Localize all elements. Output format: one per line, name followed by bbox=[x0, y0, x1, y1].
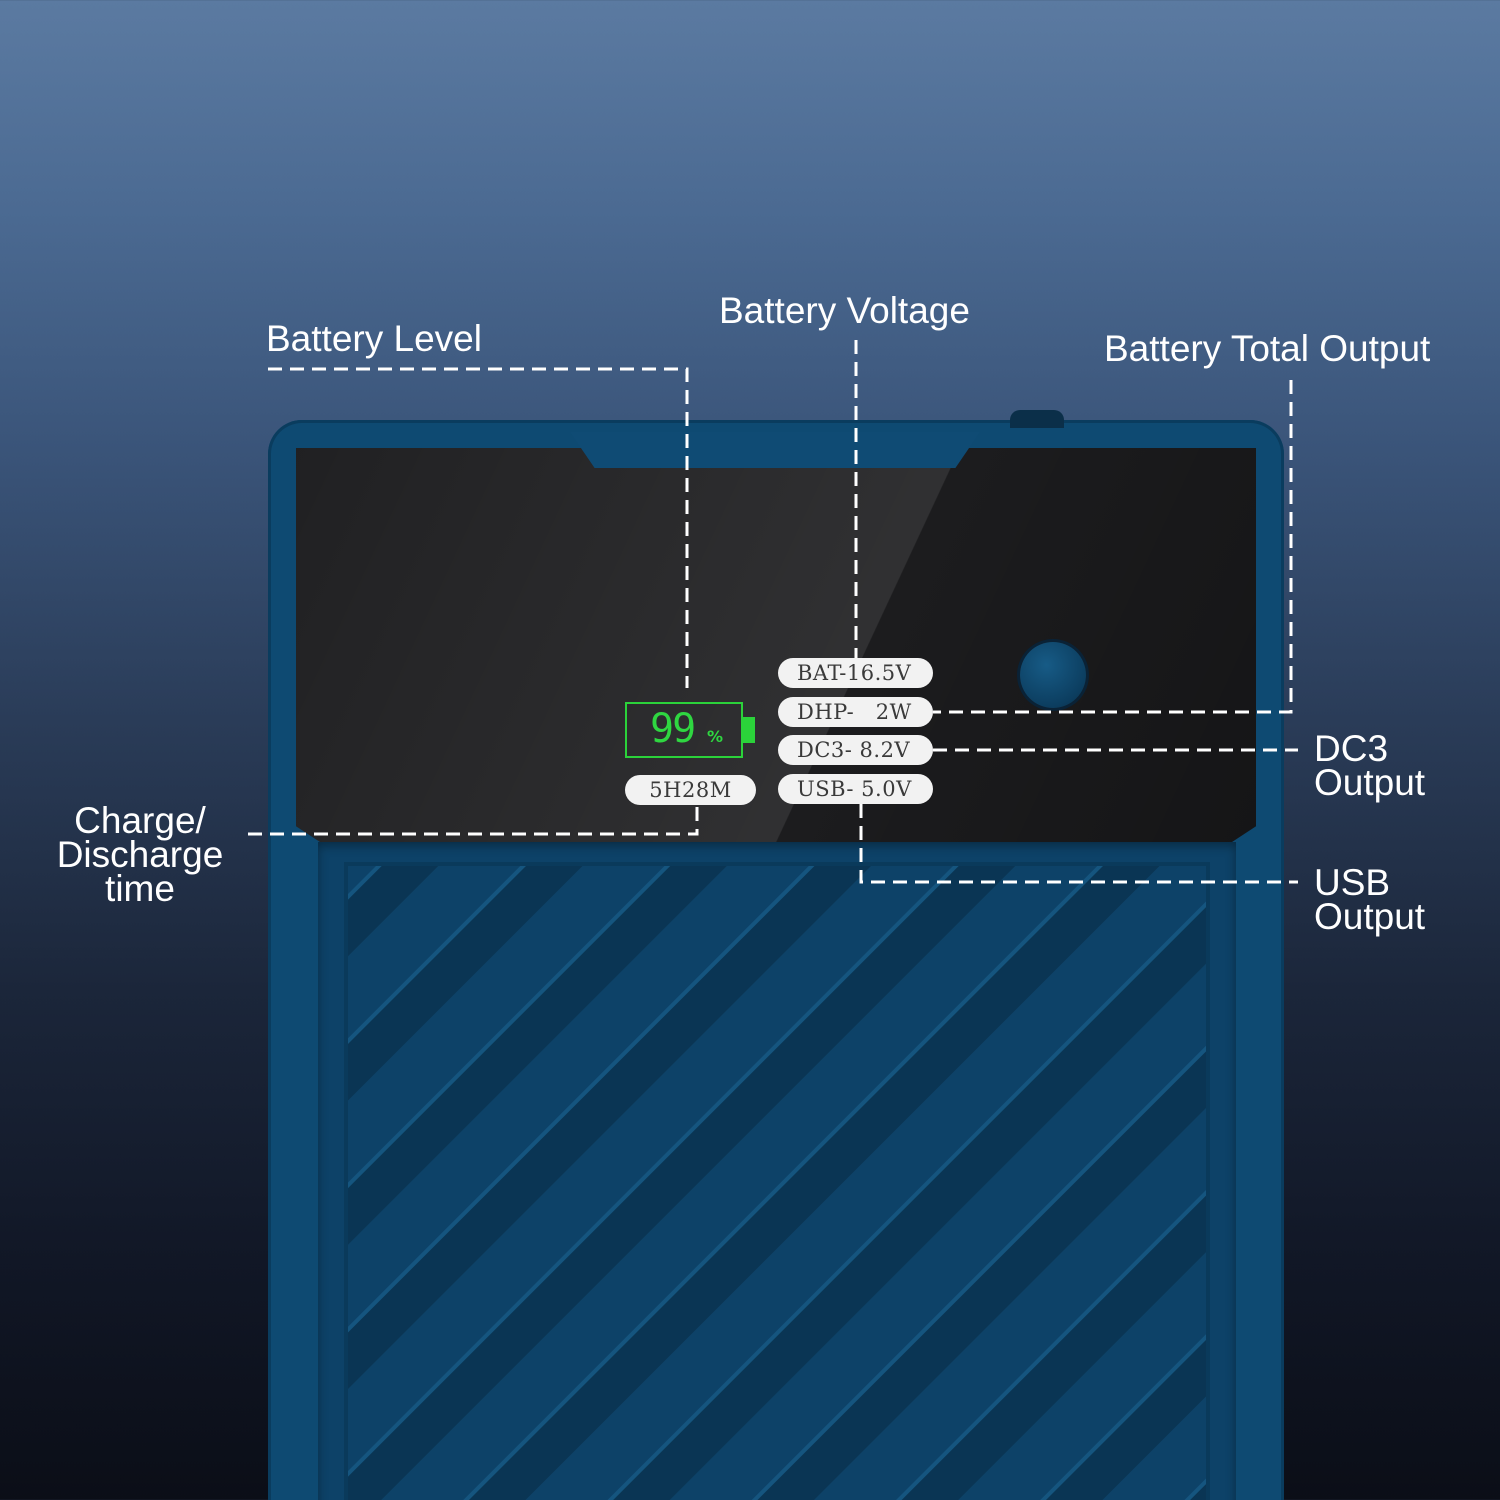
bat-voltage-readout: BAT-16.5V bbox=[778, 658, 933, 688]
usb-output-label-line2: Output bbox=[1314, 896, 1426, 937]
charge-label-line1: Charge/ bbox=[74, 800, 206, 841]
charge-time-leader bbox=[248, 804, 699, 836]
dc3-output-label-line1: DC3 bbox=[1314, 728, 1389, 769]
usb-output-label-line1: USB bbox=[1314, 862, 1391, 903]
dc3-output-label: DC3 Output bbox=[1314, 728, 1426, 803]
charge-time-readout: 5H28M bbox=[625, 775, 756, 805]
battery-voltage-label: Battery Voltage bbox=[719, 290, 970, 331]
power-button[interactable] bbox=[1020, 642, 1086, 708]
battery-level-leader bbox=[268, 367, 689, 688]
battery-level-label: Battery Level bbox=[266, 318, 482, 359]
battery-total-output-label: Battery Total Output bbox=[1104, 328, 1431, 369]
battery-level-indicator bbox=[625, 702, 743, 758]
top-handle-tab bbox=[570, 432, 980, 468]
battery-percent-value: 99 bbox=[650, 706, 696, 752]
battery-tip-icon bbox=[743, 717, 755, 743]
total-output-readout: DHP- 2W bbox=[778, 697, 933, 727]
dc3-output-readout: DC3- 8.2V bbox=[778, 735, 933, 765]
charge-label-line3: time bbox=[105, 868, 175, 909]
usb-output-leader bbox=[859, 804, 1298, 884]
textured-grip-panel bbox=[318, 842, 1236, 1500]
display-panel bbox=[296, 448, 1256, 842]
top-port-cover bbox=[1010, 410, 1064, 428]
usb-output-label: USB Output bbox=[1314, 862, 1426, 937]
battery-percent-unit: % bbox=[707, 727, 724, 746]
charge-label-line2: Discharge bbox=[56, 834, 224, 875]
usb-output-readout: USB- 5.0V bbox=[778, 774, 933, 804]
charge-discharge-time-label: Charge/ Discharge time bbox=[40, 800, 240, 909]
dc3-output-label-line2: Output bbox=[1314, 762, 1426, 803]
total-output-leader bbox=[933, 380, 1293, 714]
screen-glare bbox=[296, 448, 1256, 842]
diagonal-ridges bbox=[344, 862, 1210, 1500]
